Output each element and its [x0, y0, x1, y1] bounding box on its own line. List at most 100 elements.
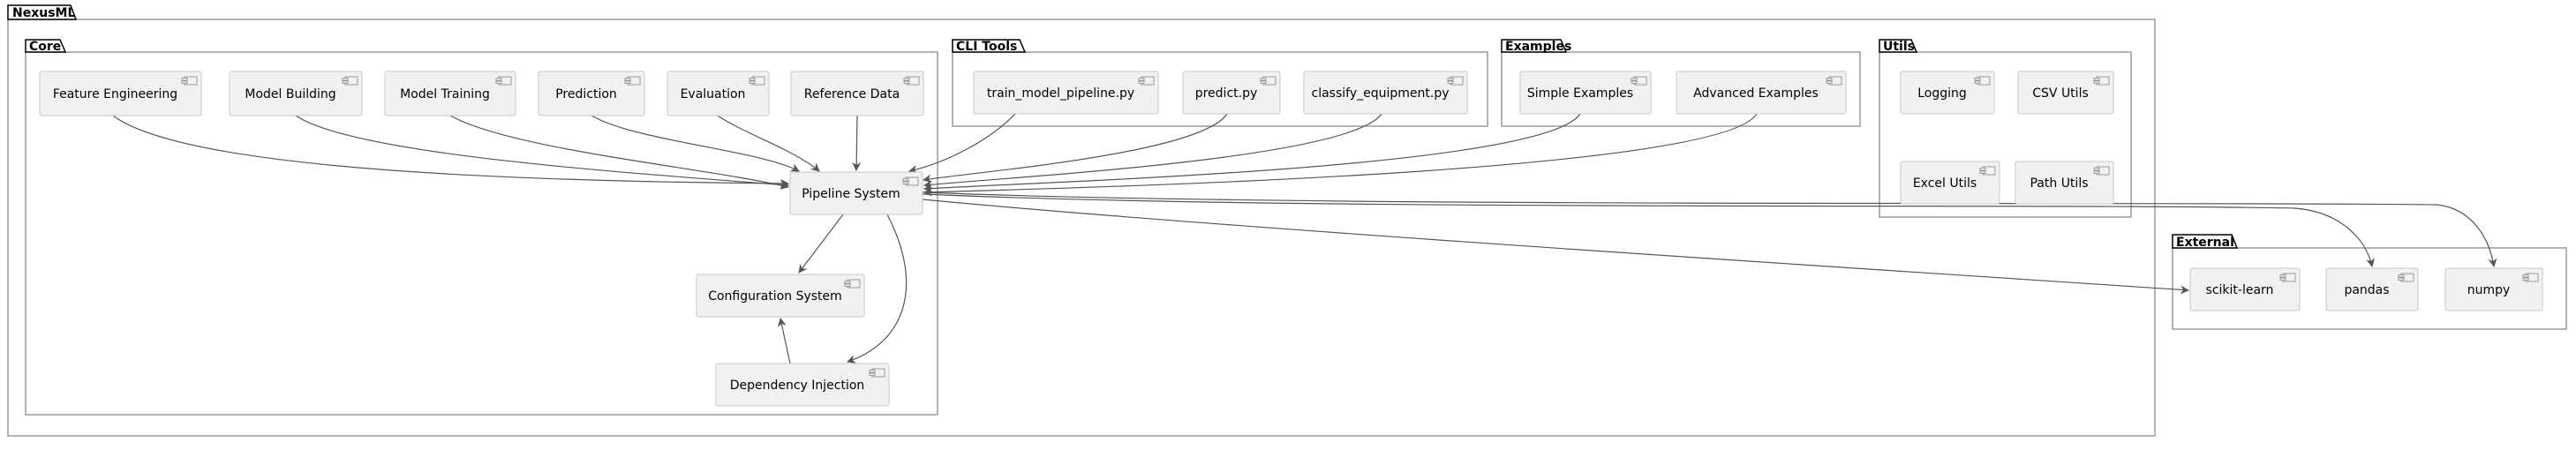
component-prediction: Prediction	[538, 71, 645, 116]
component-icon	[342, 76, 358, 86]
edge-evaluation-to-pipeline-system	[717, 115, 820, 172]
component-train-model-pipeline: train_model_pipeline.py	[973, 71, 1159, 115]
component-box	[1519, 71, 1652, 115]
component-box	[1900, 71, 1995, 115]
component-csv-utils: CSV Utils	[2017, 71, 2114, 115]
component-configuration-system: Configuration System	[696, 274, 865, 318]
component-icon	[1447, 76, 1464, 86]
component-icon	[1979, 166, 1996, 176]
package-title-nexusml: NexusML	[12, 6, 75, 20]
edge-pipeline-system-to-numpy	[922, 191, 2497, 267]
component-label: Feature Engineering	[53, 87, 177, 101]
component-icon	[1974, 76, 1991, 86]
component-label: Reference Data	[804, 87, 900, 101]
component-box	[973, 71, 1159, 115]
component-box	[2015, 161, 2114, 205]
component-icon	[624, 76, 641, 86]
component-pandas: pandas	[2325, 267, 2419, 311]
component-classify-equipment: classify_equipment.py	[1303, 71, 1468, 115]
package-external: External	[2172, 234, 2567, 330]
edge-simple-examples-to-pipeline-system	[923, 113, 1581, 193]
component-box	[2189, 267, 2301, 311]
edge-pipeline-system-to-dependency-injection	[847, 214, 908, 364]
component-label: predict.py	[1195, 86, 1258, 101]
component-box	[1900, 161, 2000, 205]
component-box	[2444, 267, 2543, 311]
component-label: scikit-learn	[2206, 283, 2274, 297]
edge-predict-to-pipeline-system	[923, 113, 1228, 184]
package-title-core: Core	[29, 40, 61, 54]
component-icon	[1138, 76, 1155, 86]
component-numpy: numpy	[2444, 267, 2543, 311]
package-title-examples: Examples	[1505, 40, 1571, 54]
component-box	[2325, 267, 2419, 311]
component-icon	[1260, 76, 1277, 86]
component-box	[1182, 71, 1281, 115]
component-label: Pipeline System	[802, 187, 900, 201]
package-title-utils: Utils	[1883, 40, 1915, 54]
component-icon	[2279, 273, 2296, 282]
component-box	[229, 71, 363, 116]
component-box	[789, 171, 923, 215]
component-icon	[2093, 166, 2110, 176]
component-label: train_model_pipeline.py	[987, 86, 1134, 101]
component-box	[538, 71, 645, 116]
component-label: pandas	[2344, 283, 2389, 297]
edge-pipeline-system-to-pandas	[922, 193, 2375, 267]
component-logging: Logging	[1900, 71, 1995, 115]
component-box	[384, 71, 516, 116]
edge-reference-data-to-pipeline-system	[852, 115, 862, 171]
edge-feature-engineering-to-pipeline-system	[112, 115, 789, 188]
component-icon	[1826, 76, 1842, 86]
component-box	[696, 274, 865, 318]
component-path-utils: Path Utils	[2015, 161, 2114, 205]
component-box	[667, 71, 770, 116]
component-icon	[495, 76, 512, 86]
component-label: Model Building	[245, 87, 335, 101]
component-label: Path Utils	[2030, 176, 2088, 191]
component-icon	[2398, 273, 2414, 282]
component-label: Logging	[1917, 86, 1967, 101]
component-box	[790, 71, 924, 116]
component-icon	[2522, 273, 2539, 282]
component-predict: predict.py	[1182, 71, 1281, 115]
component-feature-engineering: Feature Engineering	[39, 71, 202, 116]
package-core: Core	[25, 39, 938, 416]
edge-train-model-pipeline-to-pipeline-system	[908, 113, 1016, 174]
component-model-training: Model Training	[384, 71, 516, 116]
package-examples: Examples	[1501, 39, 1861, 127]
component-icon	[2093, 76, 2110, 86]
component-label: Simple Examples	[1527, 86, 1633, 101]
edge-model-building-to-pipeline-system	[295, 115, 789, 190]
component-icon	[903, 76, 920, 86]
component-reference-data: Reference Data	[790, 71, 924, 116]
component-dependency-injection: Dependency Injection	[715, 363, 890, 407]
component-label: Dependency Injection	[730, 379, 865, 393]
component-label: Configuration System	[708, 289, 842, 304]
component-label: CSV Utils	[2032, 86, 2089, 101]
component-icon	[869, 368, 885, 378]
edge-model-training-to-pipeline-system	[449, 115, 789, 190]
component-label: Evaluation	[681, 87, 746, 101]
component-pipeline-system: Pipeline System	[789, 171, 923, 215]
components: Feature Engineering Model Building Model T…	[39, 71, 2543, 407]
package-nexusml: NexusML	[7, 4, 2156, 437]
component-label: classify_equipment.py	[1312, 86, 1450, 101]
edge-classify-equipment-to-pipeline-system	[923, 113, 1382, 190]
component-icon	[902, 176, 919, 186]
component-icon	[1631, 76, 1647, 86]
component-box	[715, 363, 890, 407]
edge-advanced-examples-to-pipeline-system	[923, 113, 1758, 197]
component-icon	[749, 76, 765, 86]
component-scikit-learn: scikit-learn	[2189, 267, 2301, 311]
package-cli-tools: CLI Tools	[952, 39, 1488, 127]
edge-prediction-to-pipeline-system	[591, 115, 800, 172]
edge-dependency-injection-to-configuration-system	[778, 318, 791, 364]
component-label: Model Training	[400, 87, 490, 101]
package-title-external: External	[2176, 236, 2234, 250]
component-label: Advanced Examples	[1693, 86, 1819, 101]
component-evaluation: Evaluation	[667, 71, 770, 116]
package-utils: Utils	[1879, 39, 2132, 218]
component-label: numpy	[2467, 283, 2511, 297]
